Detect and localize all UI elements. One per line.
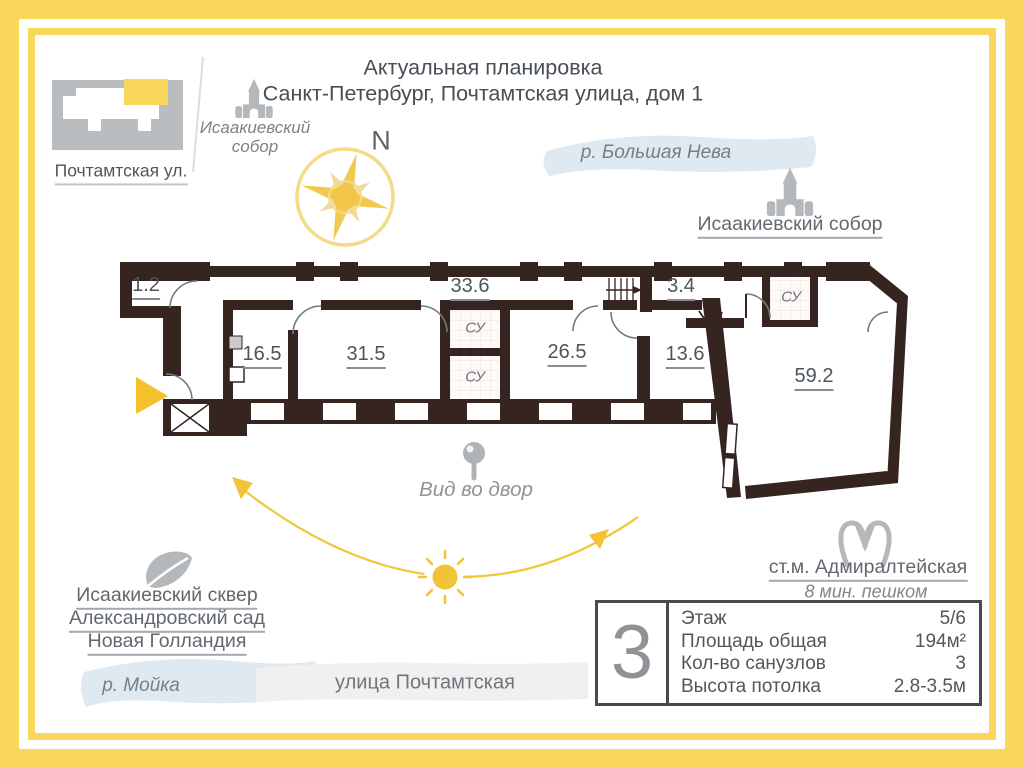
summary-rows: Этаж 5/6 Площадь общая 194м² Кол-во сану…: [669, 603, 979, 703]
summary-row-value: 194м²: [914, 630, 966, 652]
summary-row-label: Высота потолка: [681, 675, 821, 697]
bathroom-label-1: СУ: [465, 319, 485, 337]
summary-big-number: 3: [598, 603, 669, 703]
cathedral-icon-left: [235, 78, 273, 118]
cathedral-icon-right: [766, 167, 814, 216]
room-label-59-2: 59.2: [794, 365, 834, 391]
summary-row-label: Площадь общая: [681, 630, 827, 652]
summary-row-floor: Этаж 5/6: [681, 608, 966, 630]
summary-row-label: Этаж: [681, 608, 727, 630]
park-label-3: Новая Голландия: [87, 630, 247, 657]
bathroom-label-2: СУ: [465, 368, 485, 386]
summary-row-value: 2.8-3.5м: [893, 675, 966, 697]
page-title-line2: Санкт-Петербург, Почтамтская улица, дом …: [262, 81, 704, 106]
cathedral-right-label: Исаакиевский собор: [697, 213, 883, 240]
logo-icon: [52, 79, 183, 150]
metro-walk-label: 8 мин. пешком: [804, 581, 928, 602]
room-label-balcony: 1.2: [132, 274, 160, 300]
neva-river-band: [543, 135, 817, 176]
compass-icon: [295, 147, 395, 247]
floor-plan: [120, 262, 908, 499]
summary-row-value: 3: [955, 653, 966, 675]
summary-row-ceiling: Высота потолка 2.8-3.5м: [681, 676, 966, 698]
bathroom-label-3: СУ: [781, 288, 801, 306]
summary-row-value: 5/6: [939, 608, 966, 630]
header-divider: [192, 56, 204, 173]
summary-table: 3 Этаж 5/6 Площадь общая 194м² Кол-во са…: [595, 600, 982, 706]
room-label-16-5: 16.5: [242, 343, 282, 369]
moyka-river-label: р. Мойка: [102, 675, 180, 697]
room-label-31-5: 31.5: [346, 343, 386, 369]
room-label-hall-small: 3.4: [667, 275, 695, 301]
leaf-icon: [146, 551, 192, 588]
street-band: [256, 662, 588, 702]
metro-icon: [838, 520, 892, 568]
cathedral-left-label-line1: Исаакиевский: [199, 118, 311, 138]
room-label-corridor: 33.6: [450, 275, 490, 301]
entrance-arrow-icon: [136, 377, 168, 414]
cathedral-left-label-line2: собор: [231, 137, 279, 157]
page-title-line1: Актуальная планировка: [363, 55, 603, 80]
street-label: улица Почтамтская: [335, 671, 515, 694]
logo-caption: Почтамтская ул.: [54, 160, 188, 186]
courtyard-view-label: Вид во двор: [419, 478, 533, 502]
summary-row-area: Площадь общая 194м²: [681, 631, 966, 653]
summary-row-label: Кол-во санузлов: [681, 653, 826, 675]
compass-north-label: N: [371, 125, 391, 156]
metro-station-label: ст.м. Адмиралтейская: [768, 556, 968, 583]
park-label-1: Исаакиевский сквер: [76, 584, 258, 611]
park-label-2: Александровский сад: [68, 607, 266, 634]
staircase-icon: [606, 278, 634, 301]
neva-river-label: р. Большая Нева: [580, 142, 732, 164]
room-label-26-5: 26.5: [547, 341, 587, 367]
sun-icon: [417, 549, 473, 605]
room-label-13-6: 13.6: [665, 343, 705, 369]
courtyard-pin-icon: [463, 442, 485, 481]
summary-row-bathrooms: Кол-во санузлов 3: [681, 653, 966, 675]
